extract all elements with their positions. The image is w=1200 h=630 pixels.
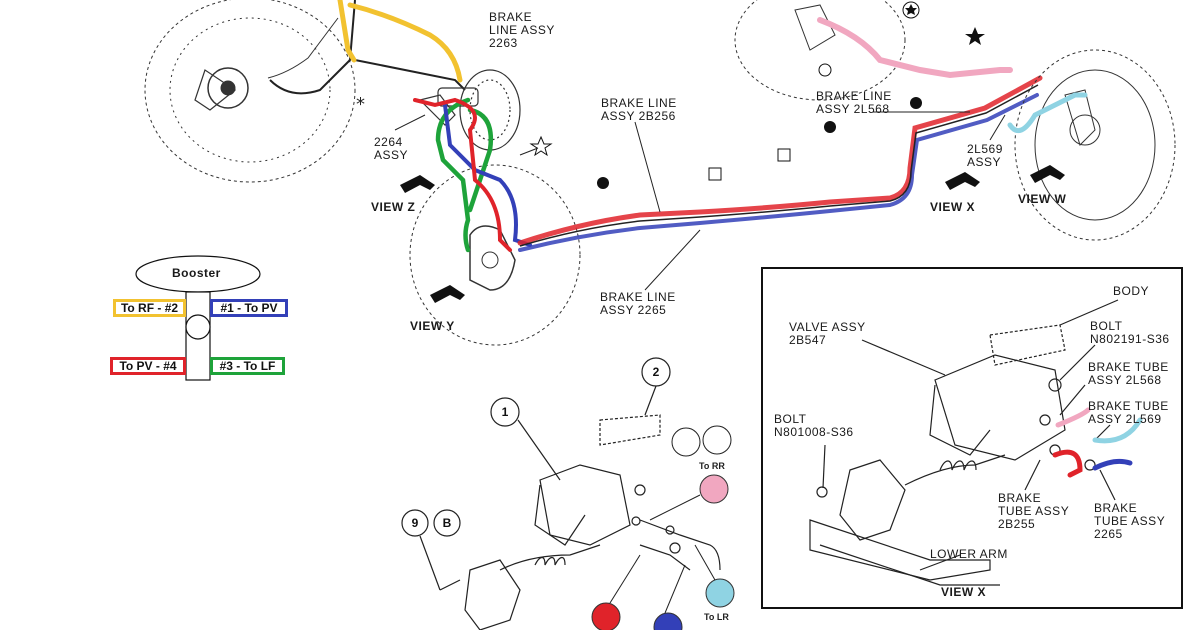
legend-rf: To RF - #2 xyxy=(113,299,186,317)
to-lr-label: To LR xyxy=(704,612,729,622)
pv-blue-line-front xyxy=(443,103,532,247)
view-x-inset-label: VIEW X xyxy=(941,585,987,599)
callout-2: 2 xyxy=(652,365,660,379)
view-z-label: VIEW Z xyxy=(371,200,416,214)
brake-line-2265-blue xyxy=(518,93,1039,252)
inset-body-label: BODY xyxy=(1113,284,1150,298)
rear-left-wheel-drawing xyxy=(1014,49,1176,241)
bullet-marker xyxy=(597,177,609,189)
rf-yellow-line xyxy=(337,0,463,83)
front-left-wheel-drawing xyxy=(409,164,581,346)
star-marker xyxy=(529,135,553,157)
inset-tube-2b255-label: BRAKE TUBE ASSY 2B255 xyxy=(998,491,1070,531)
brake-line-2b256-red xyxy=(517,75,1043,246)
callout-1: 1 xyxy=(501,405,509,419)
label-brake-line-2265: BRAKE LINE ASSY 2265 xyxy=(600,290,676,317)
bullet-marker xyxy=(824,121,836,133)
star-marker xyxy=(965,27,985,45)
open-circle-marker xyxy=(702,425,732,455)
callout-9: 9 xyxy=(411,516,419,530)
label-brake-line-2263: BRAKE LINE ASSY 2263 xyxy=(489,10,555,50)
inset-tube-2l568-label: BRAKE TUBE ASSY 2L568 xyxy=(1088,360,1169,387)
callout-b: B xyxy=(442,516,452,530)
inset-tube-2265-label: BRAKE TUBE ASSY 2265 xyxy=(1094,501,1166,541)
inset-cyan-tube xyxy=(1092,417,1143,444)
lf-green-line xyxy=(435,97,494,253)
pv-blue-dot xyxy=(653,612,683,630)
front-right-wheel-drawing xyxy=(144,0,356,183)
pv-red-dot xyxy=(591,602,621,630)
inset-valve-assy-label: VALVE ASSY 2B547 xyxy=(789,320,866,347)
legend-pv1: #1 - To PV xyxy=(210,299,288,317)
square-marker xyxy=(777,148,791,162)
inset-red-tube xyxy=(1052,449,1083,478)
view-x-inset-frame xyxy=(761,267,1183,609)
brake-line-2b256 xyxy=(519,84,1039,247)
view-y-label: VIEW Y xyxy=(410,319,455,333)
lr-cyan-line xyxy=(1007,92,1088,134)
label-brake-line-2l568: BRAKE LINE ASSY 2L568 xyxy=(816,89,892,116)
legend-booster-label: Booster xyxy=(172,266,221,280)
asterisk-mark: * xyxy=(356,94,365,115)
bullet-marker xyxy=(910,97,922,109)
square-marker xyxy=(708,167,722,181)
label-assy-2l569: 2L569 ASSY xyxy=(967,142,1003,169)
inset-blue-tube xyxy=(1092,458,1133,471)
view-arrows xyxy=(400,165,1065,303)
inset-pink-tube xyxy=(1055,407,1091,428)
inset-valve-drawing xyxy=(809,299,1119,586)
open-circle-marker xyxy=(818,63,832,77)
to-rr-dot xyxy=(699,474,729,504)
inset-lower-arm-label: LOWER ARM xyxy=(930,547,1008,561)
rear-right-wheel-drawing xyxy=(734,0,906,101)
rr-pink-line xyxy=(817,17,1013,79)
to-rr-label: To RR xyxy=(699,461,725,471)
label-assy-2264: 2264 ASSY xyxy=(374,135,409,162)
leader-lines xyxy=(394,111,1006,291)
dot-leaders xyxy=(609,494,716,614)
inset-bolt-top-label: BOLT N802191-S36 xyxy=(1090,319,1170,346)
inset-bolt-left-label: BOLT N801008-S36 xyxy=(774,412,854,439)
inset-tube-2l569-label: BRAKE TUBE ASSY 2L569 xyxy=(1088,399,1169,426)
legend-lf: #3 - To LF xyxy=(210,357,285,375)
valve-detail-drawing xyxy=(401,357,721,630)
brake-line-2263 xyxy=(269,0,466,95)
view-w-label: VIEW W xyxy=(1018,192,1067,206)
view-x-label: VIEW X xyxy=(930,200,976,214)
label-brake-line-2b256: BRAKE LINE ASSY 2B256 xyxy=(601,96,677,123)
to-lr-dot xyxy=(705,578,735,608)
open-circle-marker xyxy=(671,427,701,457)
legend-pv4: To PV - #4 xyxy=(110,357,186,375)
legend-schematic xyxy=(135,255,261,381)
pv-red-line-front xyxy=(413,97,512,252)
